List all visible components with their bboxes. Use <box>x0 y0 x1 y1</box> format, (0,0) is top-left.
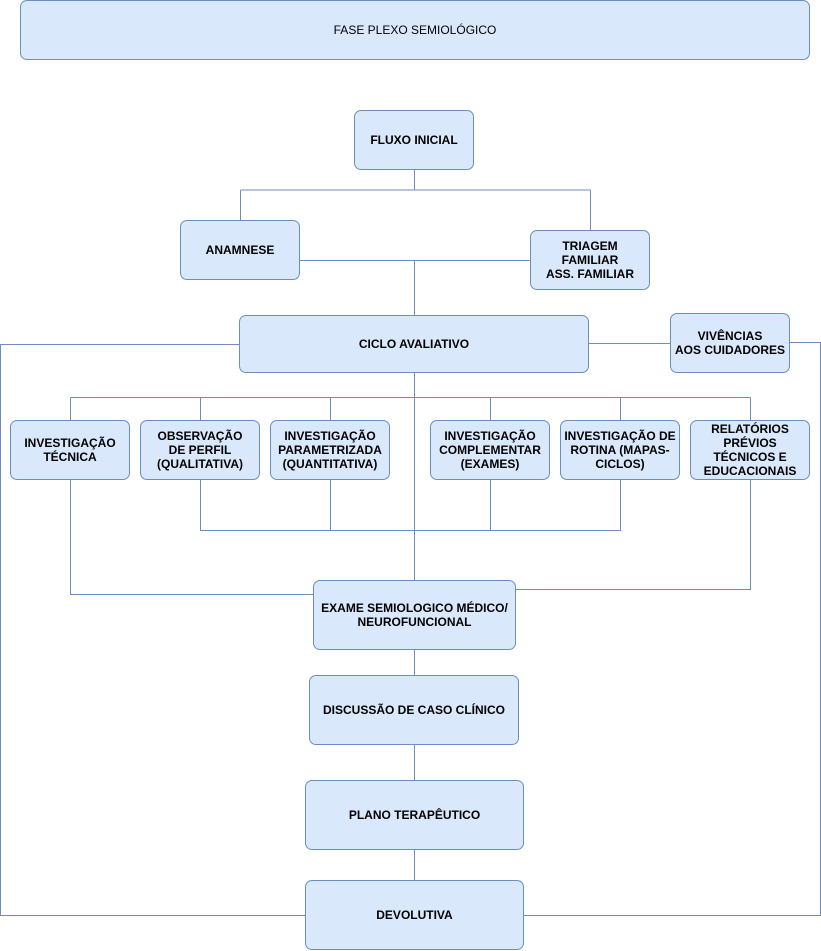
edge-investigation-bus-mid <box>200 480 621 531</box>
phase-title-box: FASE PLEXO SEMIOLÓGICO <box>20 0 810 60</box>
node-triagem-familiar: TRIAGEM FAMILIAR ASS. FAMILIAR <box>530 230 650 290</box>
edge-outer-loop-left <box>0 344 305 916</box>
edge-investigation-bus-top <box>70 397 751 420</box>
edge-fluxo-split <box>240 170 591 230</box>
node-vivencias-cuidadores: VIVÊNCIAS AOS CUIDADORES <box>670 313 790 373</box>
node-ciclo-avaliativo: CICLO AVALIATIVO <box>239 315 589 373</box>
node-investigacao-tecnica: INVESTIGAÇÃO TÉCNICA <box>10 420 130 480</box>
node-relatorios-previos: RELATÓRIOS PRÉVIOS TÉCNICOS E EDUCACIONA… <box>690 420 810 480</box>
node-investigacao-complementar: INVESTIGAÇÃO COMPLEMENTAR (EXAMES) <box>430 420 550 480</box>
node-observacao-perfil: OBSERVAÇÃO DE PERFIL (QUALITATIVA) <box>140 420 260 480</box>
node-discussao-caso: DISCUSSÃO DE CASO CLÍNICO <box>309 675 519 745</box>
node-exame-semiologico: EXAME SEMIOLOGICO MÉDICO/ NEUROFUNCIONAL <box>313 580 516 650</box>
node-devolutiva: DEVOLUTIVA <box>305 880 524 950</box>
edge-tecnica-exame <box>70 480 313 595</box>
node-fluxo-inicial: FLUXO INICIAL <box>354 110 474 170</box>
node-anamnese: ANAMNESE <box>180 220 300 280</box>
node-plano-terapeutico: PLANO TERAPÊUTICO <box>305 780 524 850</box>
node-investigacao-parametrizada: INVESTIGAÇÃO PARAMETRIZADA (QUANTITATIVA… <box>270 420 390 480</box>
node-investigacao-rotina: INVESTIGAÇÃO DE ROTINA (MAPAS- CICLOS) <box>560 420 680 480</box>
edge-relatorios-exame <box>516 480 751 590</box>
